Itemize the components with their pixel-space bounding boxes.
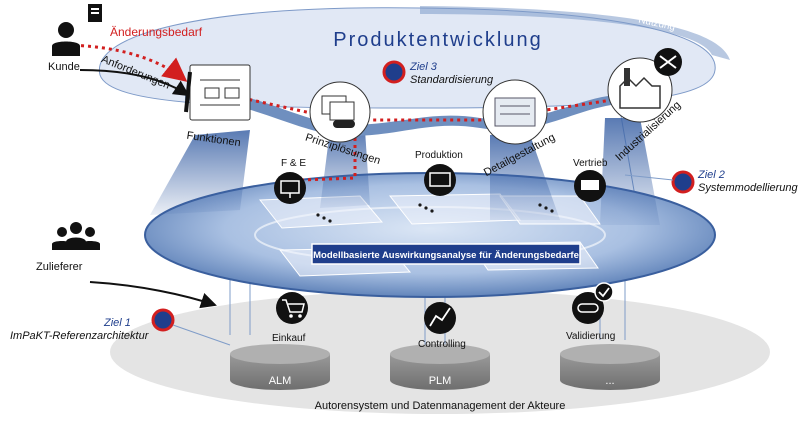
page-title: Produktentwicklung: [333, 29, 542, 51]
change-request-arrow: [59, 43, 188, 82]
phase-industrial: [607, 57, 673, 123]
nutzung-band: [420, 6, 730, 60]
actor-kunde: Kunde: [48, 61, 80, 73]
analysis-banner: [311, 243, 581, 265]
ziel-2-desc: Systemmodellierung: [698, 182, 799, 194]
ziel-1-desc: ImPaKT-Referenzarchitektur: [10, 330, 150, 342]
ziel-2-marker: [671, 170, 695, 194]
phase-prinzipl: [309, 81, 371, 143]
ziel-3-name: Ziel 3: [409, 61, 438, 73]
db-label-more: ...: [605, 375, 614, 387]
role-label-controlling: Controlling: [418, 339, 466, 350]
ziel-1-name: Ziel 1: [103, 317, 131, 329]
db-label-plm: PLM: [429, 375, 452, 387]
customer-icon: [52, 22, 80, 56]
bottom-label: Autorensystem und Datenmanagement der Ak…: [315, 400, 566, 412]
actor-zulieferer: Zulieferer: [36, 261, 83, 273]
role-fe-icon: [274, 172, 306, 204]
role-vertrieb-icon: [574, 170, 606, 202]
ziel-1-marker: [151, 308, 175, 332]
database-alm: [230, 344, 330, 390]
role-label-produktion: Produktion: [415, 150, 463, 161]
role-controlling-icon: [424, 302, 456, 334]
gear-icon: [654, 48, 682, 76]
supplier-icon: [52, 222, 100, 250]
change-request-label: Änderungsbedarf: [110, 25, 203, 39]
requirements-arrow: [79, 69, 190, 97]
ziel-3-marker: [382, 60, 406, 84]
projection-beams: [150, 118, 660, 225]
role-label-fe: F & E: [281, 158, 306, 169]
db-label-alm: ALM: [269, 375, 292, 387]
role-validierung-icon: [572, 282, 614, 324]
phase-detail: [482, 79, 548, 145]
role-einkauf-icon: [276, 292, 308, 324]
ziel-3-desc: Standardisierung: [410, 74, 494, 86]
ziel-1-leader: [172, 324, 231, 346]
banner-text: Modellbasierte Auswirkungsanalyse für Än…: [313, 250, 579, 261]
ziel-2-leader: [624, 174, 674, 181]
supplier-arrow: [89, 281, 217, 309]
database-more: [560, 344, 660, 390]
ziel-2-name: Ziel 2: [697, 169, 725, 181]
database-plm: [390, 344, 490, 390]
role-label-einkauf: Einkauf: [272, 333, 306, 344]
role-label-vertrieb: Vertrieb: [573, 158, 608, 169]
clipboard-icon: [88, 4, 102, 22]
role-label-validierung: Validierung: [566, 331, 615, 342]
role-produktion-icon: [424, 164, 456, 196]
phase-funktionen: [184, 64, 251, 121]
